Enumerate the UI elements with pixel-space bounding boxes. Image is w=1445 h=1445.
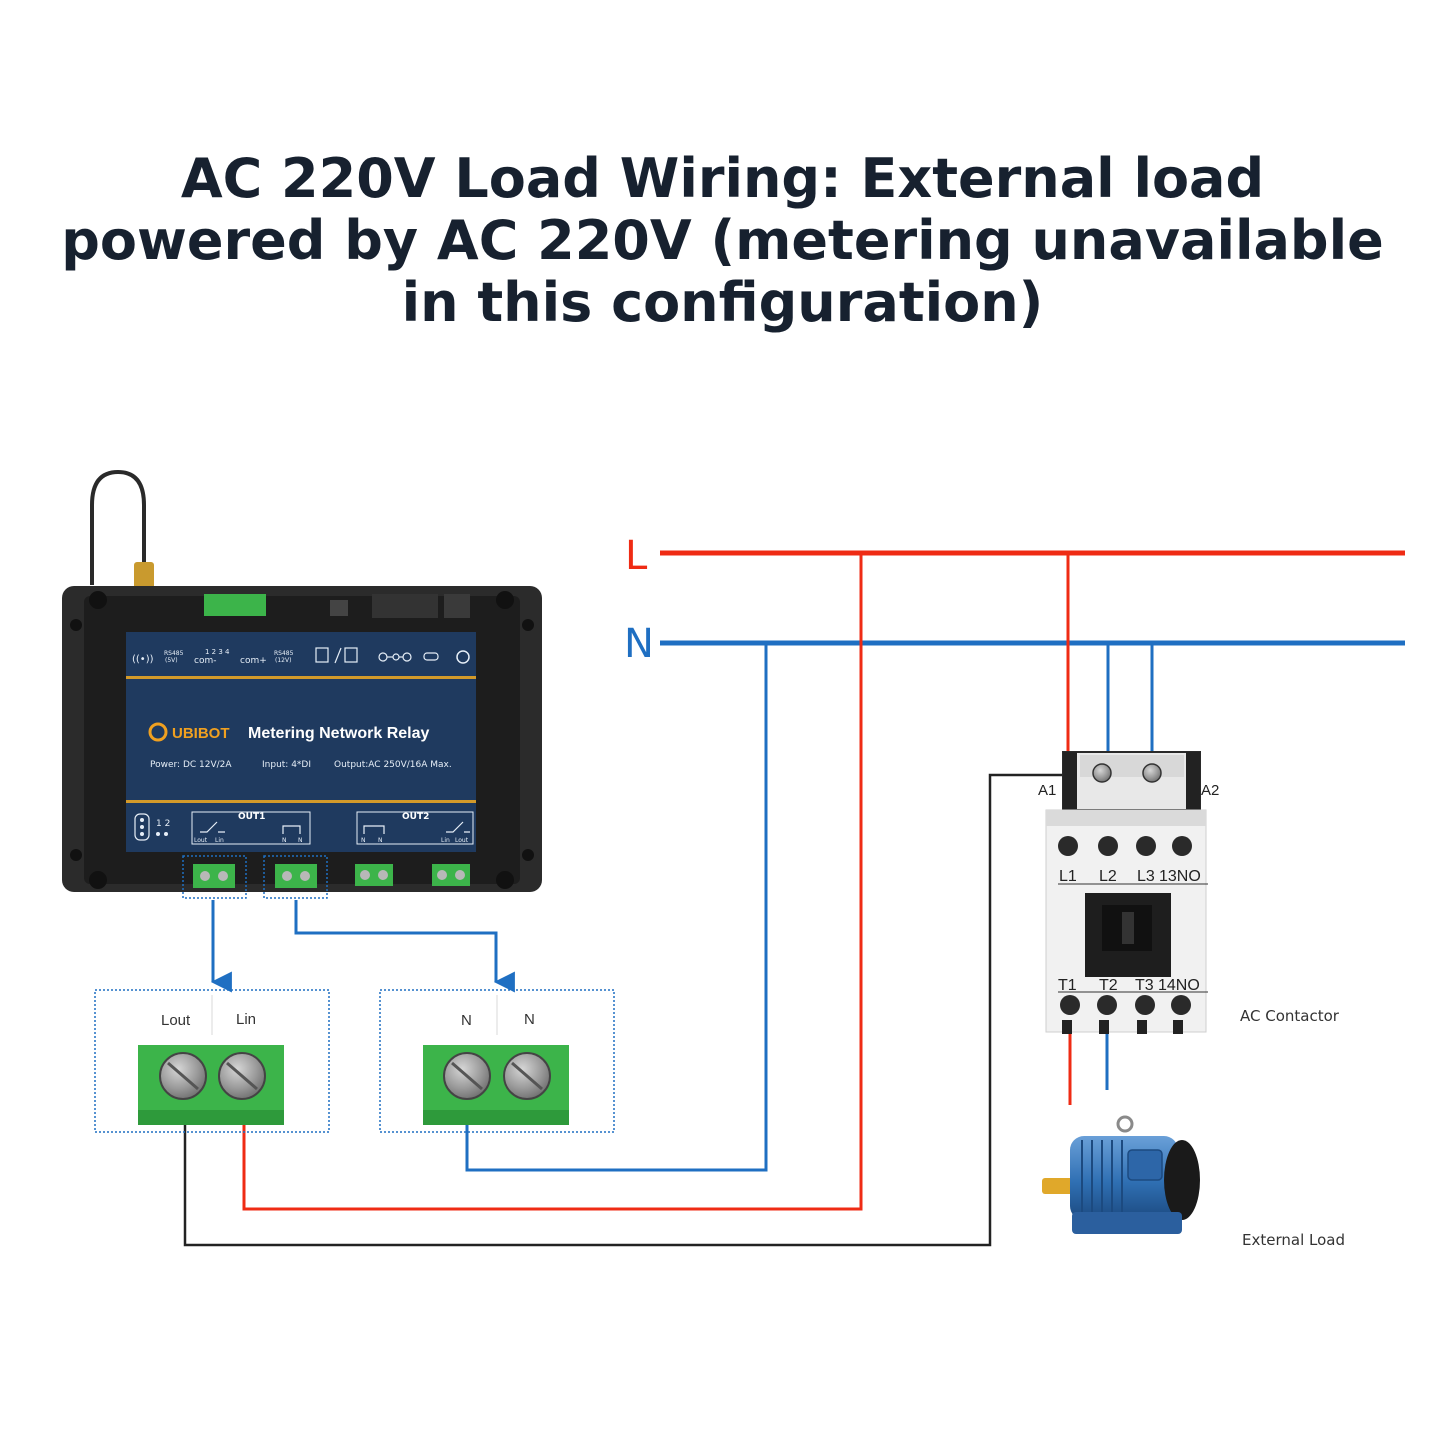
led-numbers: 1 2 (156, 819, 170, 829)
ac-contactor: A1 A2 L1 L2 L3 13NO T1 T2 T3 14NO AC Con… (1038, 751, 1340, 1034)
contactor-t2-label: T2 (1099, 977, 1118, 994)
terminal-t2 (1097, 995, 1117, 1015)
highlight-out1a (182, 855, 247, 899)
terminal-lout-label: Lout (161, 1012, 191, 1029)
wires (183, 553, 1154, 1247)
terminal-t1 (1060, 995, 1080, 1015)
out1-box (191, 811, 311, 845)
rs485-5v-sub: (5V) (165, 657, 178, 664)
rs485-12v-label: RS485 (274, 650, 294, 657)
dc-power-icon (378, 652, 412, 662)
contactor-t3-label: T3 (1135, 977, 1154, 994)
rs485-5v-label: RS485 (164, 650, 184, 657)
spec-output: Output:AC 250V/16A Max. (334, 760, 452, 770)
relay-panel (126, 632, 476, 852)
out1-n1: N (282, 837, 287, 844)
usb-icon (423, 652, 439, 661)
external-load: External Load (1042, 1115, 1345, 1249)
load-caption: External Load (1242, 1231, 1345, 1249)
spec-power: Power: DC 12V/2A (150, 760, 232, 770)
contactor-14no-label: 14NO (1158, 977, 1200, 994)
terminal-lout-lin: Lout Lin (94, 989, 330, 1133)
com-plus-label: com+ (240, 656, 267, 666)
terminal-lin-label: Lin (236, 1011, 256, 1028)
contactor-a2-label: A2 (1201, 782, 1219, 799)
terminal-14no (1171, 995, 1191, 1015)
out2-label: OUT2 (402, 812, 429, 822)
out1-lin: Lin (215, 837, 224, 844)
brand-logo: UBIBOT (148, 722, 230, 742)
com-minus-label: com- (194, 656, 216, 666)
contactor-l1-label: L1 (1059, 868, 1077, 885)
switch-symbol-icon (446, 821, 470, 833)
wifi-icon: ((•)) (132, 654, 154, 665)
contactor-l2-label: L2 (1099, 868, 1117, 885)
terminal-13no (1172, 836, 1192, 856)
settings-gear-icon (456, 650, 470, 664)
out2-n1: N (361, 837, 366, 844)
relay-device: ((•)) RS485 (5V) com- 1 2 3 4 com+ RS485… (62, 469, 542, 899)
live-to-lin-wire (242, 553, 863, 1211)
neutral-bus: N (624, 621, 1405, 667)
out2-lout: Lout (455, 837, 469, 844)
contactor-t1-label: T1 (1058, 977, 1077, 994)
terminal-n-right-label: N (524, 1011, 535, 1028)
coil-screw-a1 (1092, 763, 1112, 783)
terminal-l3 (1136, 836, 1156, 856)
spec-input: Input: 4*DI (262, 760, 311, 770)
out2-n2: N (378, 837, 383, 844)
neutral-label: N (624, 621, 654, 667)
out1-lout: Lout (194, 837, 208, 844)
out1-label: OUT1 (238, 812, 265, 822)
coil-screw-a2 (1142, 763, 1162, 783)
contactor-13no-label: 13NO (1159, 868, 1201, 885)
relay-terminal-out1b (275, 864, 317, 888)
terminal-l1 (1058, 836, 1078, 856)
out2-lin: Lin (441, 837, 450, 844)
ubibot-logo-icon (148, 722, 168, 742)
motor-icon (1042, 1115, 1200, 1234)
live-label: L (625, 533, 648, 579)
switch-symbol-icon (200, 821, 225, 833)
di-numbers-label: 1 2 3 4 (205, 648, 230, 656)
antenna-icon (90, 469, 146, 585)
contactor-l3-label: L3 (1137, 868, 1155, 885)
live-bus: L (625, 533, 1405, 579)
terminal-t3 (1135, 995, 1155, 1015)
page-title: AC 220V Load Wiring: External load power… (61, 147, 1384, 334)
rs485-12v-sub: (12V) (275, 657, 291, 664)
contactor-a1-label: A1 (1038, 782, 1056, 799)
relay-terminal-out1a (193, 864, 235, 888)
out2-box (356, 811, 474, 845)
brand-name: UBIBOT (172, 725, 230, 742)
sim-icon (315, 647, 329, 663)
arrow-to-n-terminal (294, 900, 515, 993)
neutral-to-n-wire (465, 643, 768, 1172)
lout-to-a1-wire (183, 773, 1062, 1247)
card-icon (344, 647, 358, 663)
terminal-n-n: N N (379, 989, 615, 1133)
out1-n2: N (298, 837, 303, 844)
contactor-caption: AC Contactor (1240, 1007, 1340, 1025)
highlight-out1b (263, 855, 328, 899)
product-name: Metering Network Relay (248, 725, 429, 742)
terminal-l2 (1098, 836, 1118, 856)
terminal-n-left-label: N (461, 1012, 472, 1029)
led-indicator-icon (134, 813, 150, 841)
